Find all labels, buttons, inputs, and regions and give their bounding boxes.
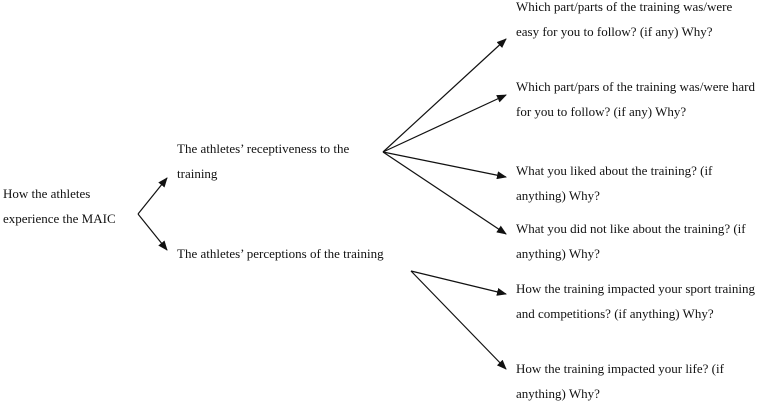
arrow-root-to-perceptions xyxy=(137,213,168,251)
arrow-receptiveness-to-easy xyxy=(382,38,507,153)
question-node-easy-to-follow: Which part/parts of the training was/wer… xyxy=(516,0,732,44)
question-node-life-impact: How the training impacted your life? (if… xyxy=(516,356,724,406)
question-node-disliked: What you did not like about the training… xyxy=(516,216,746,266)
branch-node-line: The athletes’ perceptions of the trainin… xyxy=(177,246,384,261)
question-node-line: Which part/parts of the training was/wer… xyxy=(516,0,733,14)
arrow-receptiveness-to-hard xyxy=(382,94,507,153)
question-node-line: How the training impacted your life? (if xyxy=(516,361,724,376)
arrow-perceptions-to-sport xyxy=(410,270,507,296)
branch-node-receptiveness: The athletes’ receptiveness to the train… xyxy=(177,136,349,186)
branch-node-line: training xyxy=(177,166,218,181)
question-node-line: anything) Why? xyxy=(516,386,600,401)
root-node-line: experience the MAIC xyxy=(3,211,116,226)
question-node-line: What you liked about the training? (if xyxy=(516,163,713,178)
question-node-liked: What you liked about the training? (if a… xyxy=(516,158,712,208)
question-node-line: for you to follow? (if any) Why? xyxy=(516,104,687,119)
question-node-line: easy for you to follow? (if any) Why? xyxy=(516,24,713,39)
root-node: How the athletes experience the MAIC xyxy=(3,181,116,231)
question-node-line: Which part/pars of the training was/were… xyxy=(516,79,755,94)
arrow-root-to-receptiveness xyxy=(137,177,168,215)
arrow-receptiveness-to-liked xyxy=(382,151,507,180)
question-node-line: anything) Why? xyxy=(516,246,600,261)
branch-node-line: The athletes’ receptiveness to the xyxy=(177,141,350,156)
question-node-line: anything) Why? xyxy=(516,188,600,203)
arrow-receptiveness-to-disliked xyxy=(382,151,507,235)
root-node-line: How the athletes xyxy=(3,186,91,201)
question-node-line: and competitions? (if anything) Why? xyxy=(516,306,714,321)
branch-node-perceptions: The athletes’ perceptions of the trainin… xyxy=(177,241,384,266)
question-node-sport-impact: How the training impacted your sport tra… xyxy=(516,276,755,326)
arrow-perceptions-to-life xyxy=(410,270,507,370)
question-node-hard-to-follow: Which part/pars of the training was/were… xyxy=(516,74,755,124)
question-node-line: What you did not like about the training… xyxy=(516,221,746,236)
question-node-line: How the training impacted your sport tra… xyxy=(516,281,756,296)
